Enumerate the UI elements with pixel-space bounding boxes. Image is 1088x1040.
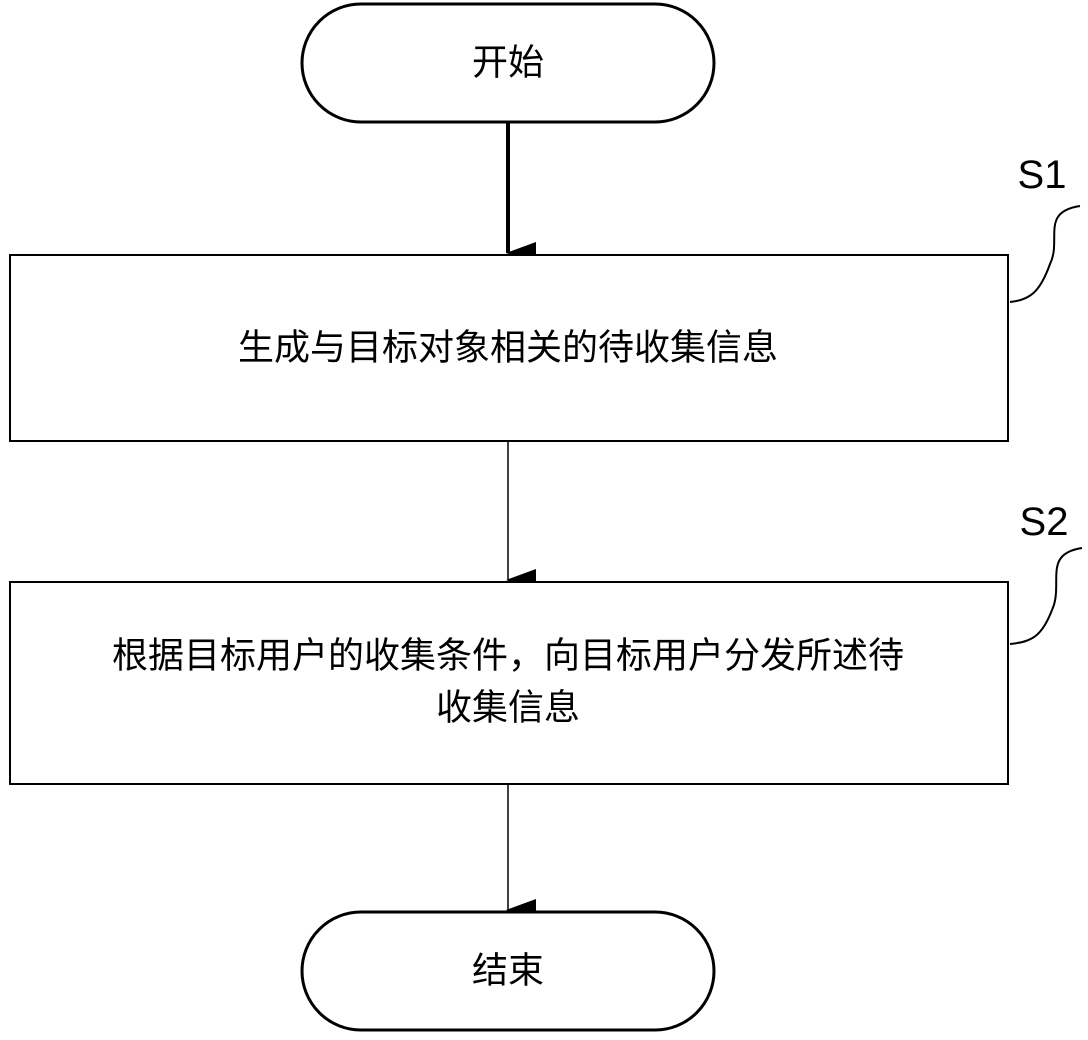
end-label: 结束 — [472, 951, 544, 992]
step-s2-label: S2 — [1020, 500, 1069, 544]
start-terminal: 开始 — [302, 4, 714, 122]
step-s2-text-line-1: 根据目标用户的收集条件，向目标用户分发所述待 — [112, 636, 904, 677]
step-s1: 生成与目标对象相关的待收集信息 — [10, 255, 1008, 441]
step-s1-leader — [1010, 206, 1080, 302]
step-s2-leader — [1010, 548, 1082, 644]
step-s1-text: 生成与目标对象相关的待收集信息 — [238, 328, 778, 369]
end-terminal: 结束 — [302, 912, 714, 1030]
step-s2-text-line-2: 收集信息 — [436, 688, 580, 729]
start-label: 开始 — [472, 43, 544, 84]
step-s1-label: S1 — [1018, 153, 1067, 197]
step-s2: 根据目标用户的收集条件，向目标用户分发所述待 收集信息 — [10, 582, 1008, 784]
step-s2-box — [10, 582, 1008, 784]
